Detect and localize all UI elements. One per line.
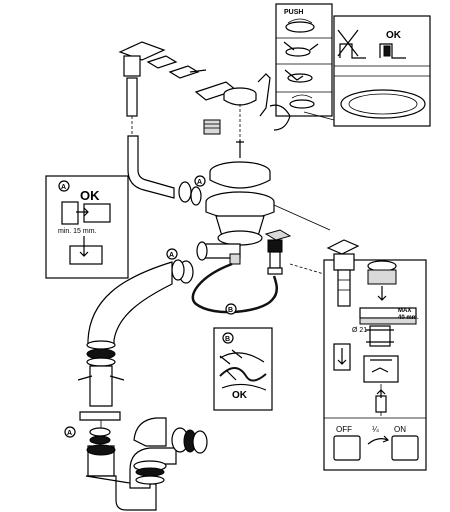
quarter-turn-label: ¼ [372, 425, 379, 434]
circle-a-label-3: A [169, 252, 174, 259]
gasket-ok-panel: OK [303, 15, 431, 127]
max-length-label: 40 mm. [398, 315, 419, 321]
control-mount-panel: MAX 40 mm. Ø 21 [289, 239, 427, 471]
ok-label-inset-b: OK [232, 390, 248, 401]
bowden-cable: B [191, 262, 278, 315]
circle-a-markers: A A A [64, 175, 206, 438]
push-step-panel: PUSH [275, 3, 333, 117]
circle-b-label-2: B [225, 336, 230, 343]
off-label: OFF [336, 425, 352, 434]
trap-assembly [85, 417, 208, 511]
strainer-body [205, 161, 331, 246]
waste-outlet [196, 241, 241, 265]
popup-control [264, 229, 292, 275]
circle-b-label-1: B [228, 307, 233, 314]
strainer-plug [194, 73, 291, 158]
waste-pipe-bend [77, 259, 194, 445]
min-length-note: min. 15 mm. [58, 228, 97, 235]
on-label: ON [394, 425, 406, 434]
inset-b-panel: B OK [213, 327, 273, 411]
max-label: MAX [398, 308, 411, 314]
overflow-assembly [118, 41, 207, 206]
push-label: PUSH [284, 9, 303, 16]
diameter-label: Ø 21 [352, 327, 367, 334]
off-on-selector: OFF ¼ ON [324, 417, 426, 461]
ok-label-inset-a: OK [80, 188, 100, 203]
circle-a-label-inset: A [61, 184, 66, 191]
circle-a-label-4: A [67, 430, 72, 437]
inset-a-panel: A OK min. 15 mm. [45, 175, 129, 279]
circle-a-label-2: A [197, 179, 202, 186]
ok-label-gasket: OK [386, 30, 402, 41]
